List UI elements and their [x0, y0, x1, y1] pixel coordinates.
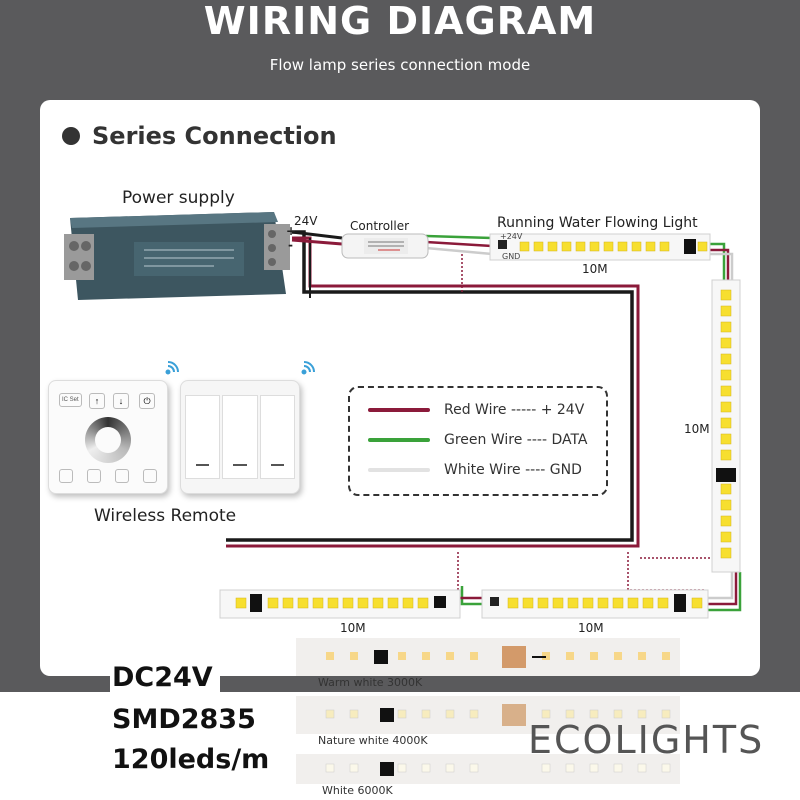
legend-swatch-red [368, 408, 430, 412]
strip-top [489, 233, 711, 261]
controller-device [341, 233, 429, 259]
sample-caption-warm: Warm white 3000K [318, 676, 423, 689]
legend-swatch-white [368, 468, 430, 472]
legend-label-green: Green Wire ---- DATA [444, 432, 588, 448]
spec-voltage-box [110, 674, 220, 710]
dimmer-wheel-icon [85, 417, 131, 463]
wall-switch-remote [180, 380, 300, 494]
sample-strip-warm [296, 638, 680, 676]
plus-label: + [286, 224, 297, 238]
sample-caption-nature: Nature white 4000K [318, 734, 428, 747]
strip-24v-label: +24V [500, 232, 523, 241]
strip-gnd-label: GND [502, 252, 521, 261]
length-label-top: 10M [582, 262, 608, 276]
running-light-label: Running Water Flowing Light [497, 215, 698, 231]
remote-bottom-buttons-icon [59, 469, 157, 483]
remote-icset-label: IC Set [59, 393, 82, 407]
sample-nature: Nature white 4000K [296, 696, 680, 747]
section-heading: Series Connection [62, 122, 337, 150]
switch-panel-icon [185, 395, 295, 479]
legend-row-white: White Wire ---- GND [368, 462, 582, 478]
touch-remote: IC Set ↑ ↓ ⏻ [48, 380, 168, 494]
wireless-remote-label: Wireless Remote [94, 506, 237, 526]
sample-strip-white [296, 754, 680, 784]
sample-strip-nature [296, 696, 680, 734]
legend-label-white: White Wire ---- GND [444, 462, 582, 478]
controller-label: Controller [350, 219, 410, 233]
page-title: WIRING DIAGRAM [203, 0, 597, 43]
up-arrow-icon: ↑ [89, 393, 105, 409]
legend-row-red: Red Wire ----- + 24V [368, 402, 584, 418]
sample-caption-white: White 6000K [322, 784, 393, 797]
section-title: Series Connection [92, 122, 337, 150]
brand-logo: ECOLIGHTS [528, 718, 765, 762]
page-subtitle: Flow lamp series connection mode [269, 56, 531, 74]
length-label-bottom-right: 10M [578, 621, 604, 635]
legend-row-green: Green Wire ---- DATA [368, 432, 588, 448]
power-icon: ⏻ [139, 393, 155, 409]
wire-legend: Red Wire ----- + 24V Green Wire ---- DAT… [348, 386, 608, 496]
sample-warm: Warm white 3000K [296, 638, 680, 689]
down-arrow-icon: ↓ [113, 393, 129, 409]
length-label-bottom-left: 10M [340, 621, 366, 635]
power-supply-device [64, 212, 290, 300]
bullet-icon [62, 127, 80, 145]
legend-swatch-green [368, 438, 430, 442]
controller-wires [291, 230, 493, 292]
length-label-right: 10M [684, 422, 710, 436]
sample-white: White 6000K [296, 754, 680, 797]
strip-bottom-left [219, 589, 461, 619]
minus-label: - [288, 238, 293, 252]
voltage-label: 24V [294, 214, 318, 228]
power-supply-label: Power supply [122, 188, 235, 208]
spec-density: 120leds/m [112, 744, 270, 775]
strip-bottom-right [481, 589, 709, 619]
wifi-icon [165, 361, 179, 375]
spec-chip: SMD2835 [112, 704, 256, 735]
legend-label-red: Red Wire ----- + 24V [444, 402, 585, 418]
strip-right [711, 279, 741, 573]
spec-voltage: DC24V [112, 662, 213, 693]
wifi-icon [301, 361, 315, 375]
